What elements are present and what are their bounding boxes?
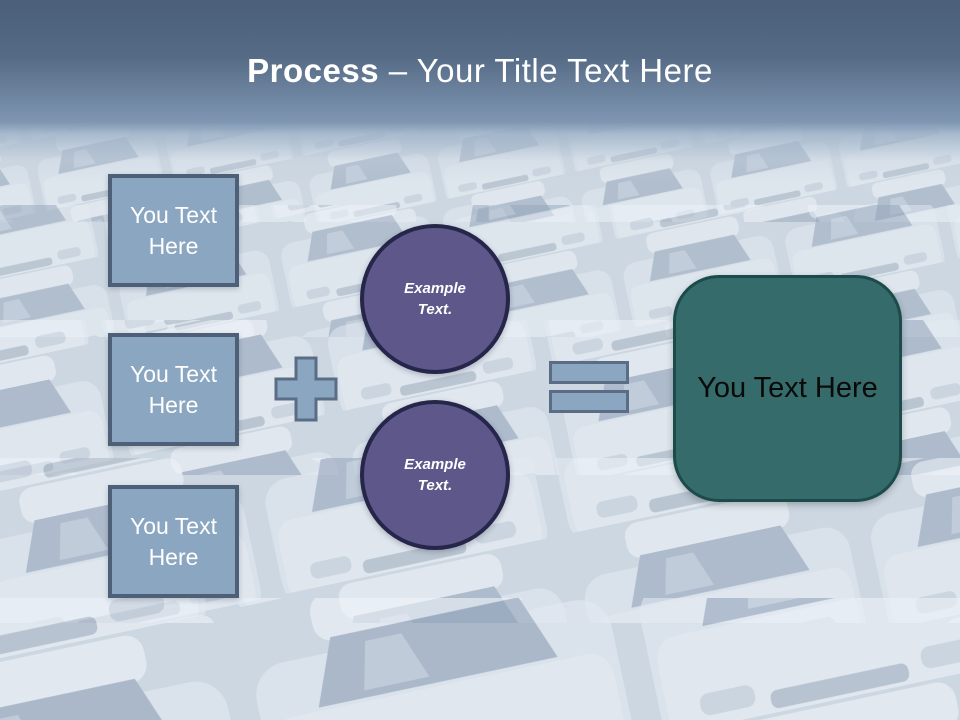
example-circle-2-line2: Text. bbox=[417, 477, 453, 494]
equals-icon bbox=[549, 361, 629, 419]
equals-bar-top bbox=[549, 361, 629, 384]
example-circle-1-line1: Example bbox=[404, 280, 466, 297]
title-subtitle: – Your Title Text Here bbox=[388, 52, 713, 89]
placeholder-box-3-line2: Here bbox=[148, 543, 199, 570]
example-circle-2[interactable]: Example Text. bbox=[360, 400, 510, 550]
title-bar: Process – Your Title Text Here bbox=[0, 0, 960, 160]
result-box-label: You Text Here bbox=[697, 372, 878, 404]
placeholder-box-2[interactable]: You Text Here bbox=[108, 333, 239, 446]
title-keyword: Process bbox=[247, 52, 380, 89]
placeholder-box-1[interactable]: You Text Here bbox=[108, 174, 239, 287]
plus-icon bbox=[274, 356, 338, 422]
equals-bar-bottom bbox=[549, 390, 629, 413]
placeholder-box-1-line2: Here bbox=[148, 232, 199, 259]
example-circle-2-line1: Example bbox=[404, 456, 466, 473]
example-circle-1-line2: Text. bbox=[417, 301, 453, 318]
placeholder-box-3-line1: You Text bbox=[130, 512, 217, 539]
placeholder-box-1-line1: You Text bbox=[130, 201, 217, 228]
placeholder-box-2-line1: You Text bbox=[130, 360, 217, 387]
placeholder-box-3[interactable]: You Text Here bbox=[108, 485, 239, 598]
slide-title[interactable]: Process – Your Title Text Here bbox=[0, 52, 960, 90]
example-circle-1[interactable]: Example Text. bbox=[360, 224, 510, 374]
result-box[interactable]: You Text Here bbox=[673, 275, 902, 502]
placeholder-box-2-line2: Here bbox=[148, 391, 199, 418]
